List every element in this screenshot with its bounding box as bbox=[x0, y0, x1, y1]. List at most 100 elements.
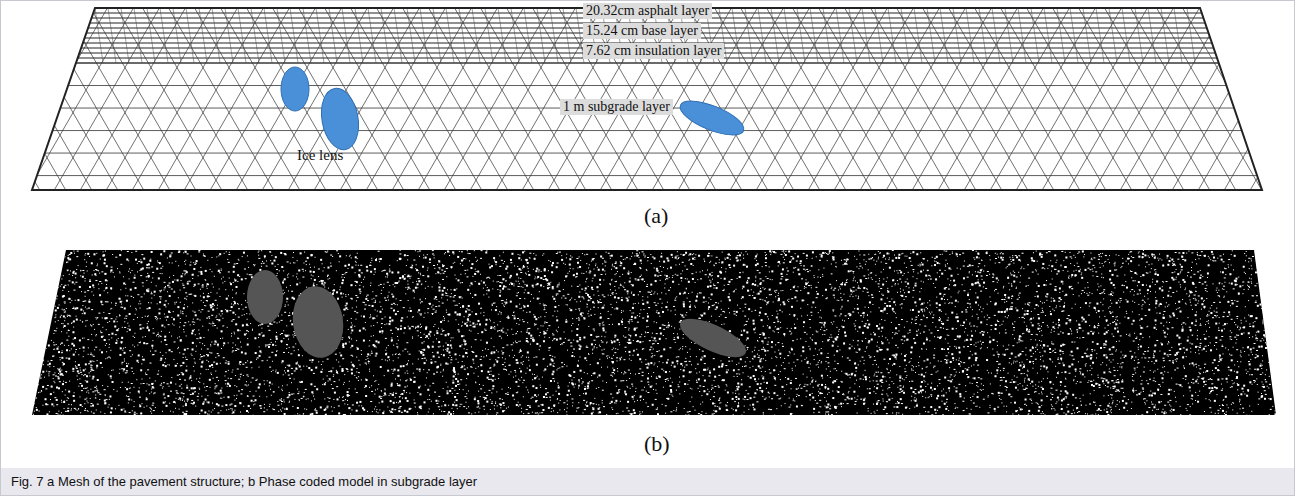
noise-dot bbox=[598, 336, 599, 337]
noise-dot bbox=[715, 302, 717, 303]
noise-dot bbox=[1139, 289, 1141, 290]
noise-dot bbox=[197, 399, 198, 400]
noise-dot bbox=[395, 397, 396, 398]
noise-dot bbox=[844, 399, 846, 400]
noise-dot bbox=[547, 392, 549, 393]
noise-dot bbox=[1033, 363, 1034, 364]
noise-dot bbox=[950, 361, 952, 363]
noise-dot bbox=[672, 257, 673, 258]
mesh-line bbox=[329, 8, 337, 63]
noise-dot bbox=[517, 266, 518, 267]
mesh-line bbox=[836, 8, 844, 63]
noise-dot bbox=[1271, 269, 1272, 270]
noise-dot bbox=[784, 390, 785, 391]
noise-dot bbox=[1060, 299, 1062, 300]
noise-dot bbox=[765, 265, 767, 266]
noise-dot bbox=[392, 333, 393, 334]
noise-dot bbox=[336, 386, 338, 387]
noise-dot bbox=[1119, 323, 1120, 324]
noise-dot bbox=[1100, 364, 1101, 365]
noise-dot bbox=[552, 333, 553, 334]
noise-dot bbox=[818, 312, 819, 313]
noise-dot bbox=[818, 362, 819, 363]
noise-dot bbox=[1003, 346, 1004, 347]
noise-dot bbox=[283, 280, 284, 281]
noise-dot bbox=[1218, 361, 1220, 362]
mesh-line bbox=[810, 8, 818, 63]
noise-dot bbox=[345, 343, 347, 345]
mesh-line bbox=[0, 0, 112, 200]
noise-dot bbox=[874, 333, 876, 335]
noise-dot bbox=[954, 376, 955, 377]
noise-dot bbox=[68, 336, 69, 337]
noise-dot bbox=[892, 338, 893, 339]
noise-dot bbox=[971, 265, 973, 266]
noise-dot bbox=[1081, 293, 1082, 294]
noise-dot bbox=[1122, 400, 1124, 402]
noise-dot bbox=[760, 288, 761, 289]
noise-dot bbox=[652, 353, 653, 354]
noise-dot bbox=[398, 410, 400, 412]
noise-dot bbox=[897, 401, 898, 402]
noise-dot bbox=[266, 260, 267, 261]
noise-dot bbox=[304, 408, 305, 409]
noise-dot bbox=[1061, 399, 1063, 401]
noise-dot bbox=[434, 268, 435, 269]
noise-dot bbox=[225, 404, 227, 406]
noise-dot bbox=[257, 357, 259, 358]
noise-dot bbox=[507, 335, 508, 336]
noise-dot bbox=[1243, 385, 1245, 387]
noise-dot bbox=[346, 368, 348, 369]
noise-dot bbox=[845, 263, 847, 264]
noise-dot bbox=[662, 311, 664, 313]
noise-dot bbox=[447, 392, 449, 394]
noise-dot bbox=[964, 398, 965, 399]
noise-dot bbox=[1085, 287, 1086, 288]
noise-dot bbox=[339, 255, 341, 257]
noise-dot bbox=[174, 279, 175, 280]
noise-dot bbox=[557, 412, 558, 413]
noise-dot bbox=[759, 278, 761, 279]
noise-dot bbox=[782, 346, 784, 347]
mesh-line bbox=[1230, 0, 1295, 200]
noise-dot bbox=[563, 263, 564, 264]
noise-dot bbox=[901, 403, 903, 404]
noise-dot bbox=[345, 273, 346, 274]
mesh-line bbox=[316, 8, 324, 63]
noise-dot bbox=[1114, 263, 1116, 264]
noise-dot bbox=[592, 407, 593, 408]
noise-dot bbox=[113, 369, 114, 370]
noise-dot bbox=[913, 276, 914, 277]
mesh-line bbox=[173, 8, 181, 63]
noise-dot bbox=[970, 351, 971, 352]
noise-dot bbox=[1133, 392, 1134, 393]
noise-dot bbox=[1109, 403, 1110, 404]
noise-dot bbox=[417, 251, 418, 252]
noise-dot bbox=[180, 339, 182, 340]
noise-dot bbox=[1204, 338, 1205, 339]
noise-dot bbox=[858, 296, 859, 297]
noise-dot bbox=[1145, 266, 1146, 267]
noise-dot bbox=[1013, 281, 1015, 283]
noise-dot bbox=[1228, 267, 1229, 268]
noise-dot bbox=[171, 351, 173, 352]
noise-dot bbox=[375, 389, 376, 390]
noise-dot bbox=[1221, 330, 1223, 332]
noise-dot bbox=[986, 359, 988, 361]
noise-dot bbox=[1180, 287, 1181, 288]
noise-dot bbox=[76, 319, 78, 321]
noise-dot bbox=[710, 399, 711, 400]
noise-dot bbox=[1133, 295, 1134, 296]
noise-dot bbox=[865, 338, 866, 339]
noise-dot bbox=[628, 370, 630, 371]
noise-dot bbox=[504, 405, 505, 406]
noise-dot bbox=[904, 355, 906, 357]
noise-dot bbox=[535, 356, 537, 357]
noise-dot bbox=[894, 356, 896, 358]
noise-dot bbox=[527, 330, 528, 331]
noise-dot bbox=[183, 252, 184, 253]
noise-dot bbox=[506, 333, 507, 334]
noise-dot bbox=[887, 339, 888, 340]
noise-dot bbox=[889, 301, 891, 302]
noise-dot bbox=[484, 392, 485, 393]
